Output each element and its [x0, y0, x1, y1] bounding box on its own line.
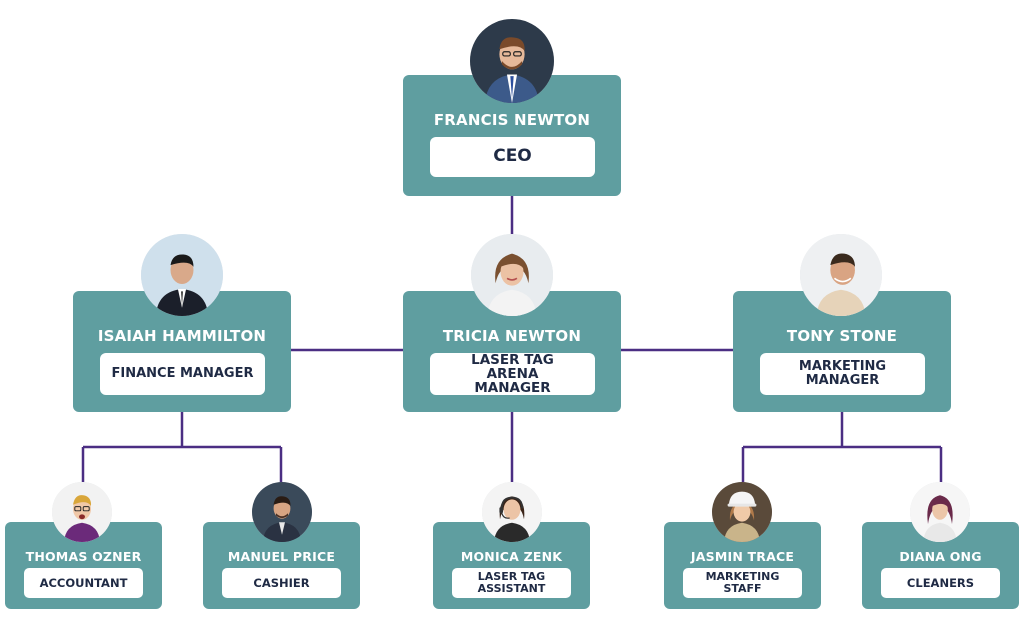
avatar-manuel-price [252, 482, 312, 542]
node-role: LASER TAG ARENA MANAGER [430, 353, 595, 395]
avatar-thomas-ozner [52, 482, 112, 542]
node-name: DIANA ONG [862, 549, 1019, 564]
node-role: LASER TAG ASSISTANT [452, 568, 571, 598]
node-name: TRICIA NEWTON [403, 327, 621, 345]
avatar-francis-newton [470, 19, 554, 103]
node-name: ISAIAH HAMMILTON [73, 327, 291, 345]
node-role: MARKETING STAFF [683, 568, 802, 598]
node-role: CLEANERS [881, 568, 1000, 598]
person-photo-icon [910, 482, 970, 542]
node-role: CEO [430, 137, 595, 177]
node-name: MANUEL PRICE [203, 549, 360, 564]
person-photo-icon [52, 482, 112, 542]
node-role: MARKETING MANAGER [760, 353, 925, 395]
avatar-tricia-newton [471, 234, 553, 316]
person-photo-icon [252, 482, 312, 542]
node-role: FINANCE MANAGER [100, 353, 265, 395]
avatar-jasmin-trace [712, 482, 772, 542]
node-name: THOMAS OZNER [5, 549, 162, 564]
person-photo-icon [800, 234, 882, 316]
node-name: TONY STONE [733, 327, 951, 345]
person-photo-icon [482, 482, 542, 542]
person-photo-icon [712, 482, 772, 542]
avatar-diana-ong [910, 482, 970, 542]
avatar-tony-stone [800, 234, 882, 316]
node-name: JASMIN TRACE [664, 549, 821, 564]
person-photo-icon [471, 234, 553, 316]
person-photo-icon [141, 234, 223, 316]
node-role: ACCOUNTANT [24, 568, 143, 598]
avatar-isaiah-hammilton [141, 234, 223, 316]
node-role: CASHIER [222, 568, 341, 598]
node-name: MONICA ZENK [433, 549, 590, 564]
node-name: FRANCIS NEWTON [403, 111, 621, 129]
avatar-monica-zenk [482, 482, 542, 542]
person-photo-icon [470, 19, 554, 103]
